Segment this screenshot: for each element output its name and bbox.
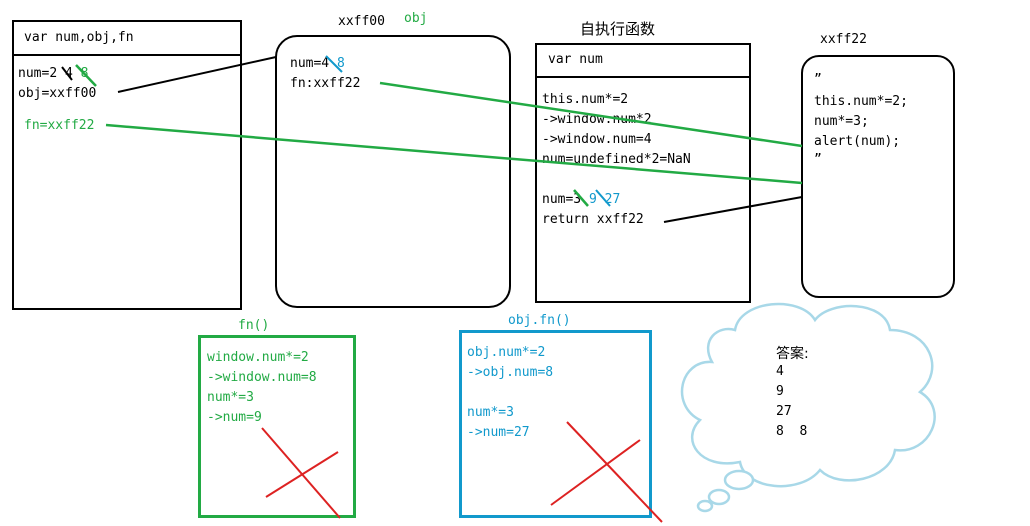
obj-fn-call-line-5: ->num=27 (467, 425, 530, 440)
pointer-return-to-xxff22 (663, 196, 803, 223)
global-scope-divider (12, 54, 242, 56)
fn-call-line-4: ->num=9 (207, 410, 262, 425)
strike-global-num-2 (61, 66, 73, 81)
answer-line-2: 9 (776, 384, 784, 399)
fn-call-box (198, 335, 356, 518)
fn-heap-line-5: ” (814, 152, 822, 167)
fn-heap-line-1: ” (814, 72, 822, 87)
obj-fn-call-line-2: ->obj.num=8 (467, 365, 554, 380)
answer-title: 答案: (776, 346, 809, 362)
obj-heap-title: xxff00 (338, 14, 385, 29)
iife-return-line: return xxff22 (542, 212, 644, 227)
answer-cloud (680, 302, 936, 513)
fn-call-line-2: ->window.num=8 (207, 370, 317, 385)
cross-fn-call (261, 427, 341, 519)
fn-call-title: fn() (238, 318, 270, 333)
cloud-bubble-medium (707, 488, 731, 506)
obj-fn-line: fn:xxff22 (290, 76, 361, 91)
pointer-objfn-to-xxff22 (379, 81, 803, 148)
cloud-bubble-small (696, 499, 714, 513)
fn-call-line-3: num*=3 (207, 390, 254, 405)
answer-line-1: 4 (776, 364, 784, 379)
strike-iife-num-9 (595, 189, 611, 207)
obj-fn-call-line-4: num*=3 (467, 405, 514, 420)
global-obj-line: obj=xxff00 (18, 86, 97, 101)
global-scope-box (12, 20, 242, 310)
iife-box (535, 43, 751, 303)
fn-call-line-1: window.num*=2 (207, 350, 309, 365)
answer-line-3: 27 (776, 404, 792, 419)
strike-iife-num-3 (573, 189, 589, 207)
strike-obj-num-4 (325, 55, 343, 73)
obj-heap-box (275, 35, 511, 308)
iife-line-3: ->window.num=4 (542, 132, 652, 147)
obj-fn-call-box (459, 330, 652, 518)
iife-divider (535, 76, 751, 78)
cloud-bubble-large (723, 469, 755, 491)
pointer-fn-to-xxff22 (105, 123, 803, 185)
fn-heap-line-3: num*=3; (814, 114, 869, 129)
cross-obj-fn-call (550, 421, 663, 523)
fn-heap-title: xxff22 (820, 32, 867, 47)
answer-line-4: 8 8 (776, 424, 808, 439)
iife-line-1: this.num*=2 (542, 92, 629, 107)
iife-title: 自执行函数 (580, 20, 656, 38)
global-scope-header: var num,obj,fn (24, 30, 134, 45)
obj-fn-call-line-1: obj.num*=2 (467, 345, 546, 360)
obj-fn-call-title: obj.fn() (508, 313, 571, 328)
fn-heap-line-2: this.num*=2; (814, 94, 908, 109)
pointer-obj-to-xxff00 (117, 56, 277, 93)
fn-heap-box (801, 55, 955, 298)
fn-heap-line-4: alert(num); (814, 134, 901, 149)
obj-num-line: num=4 8 (290, 56, 345, 71)
obj-heap-tag: obj (404, 11, 428, 26)
strike-global-num-4 (75, 64, 97, 87)
iife-header: var num (548, 52, 603, 67)
iife-line-2: ->window.num*2 (542, 112, 652, 127)
global-fn-line: fn=xxff22 (24, 118, 95, 133)
